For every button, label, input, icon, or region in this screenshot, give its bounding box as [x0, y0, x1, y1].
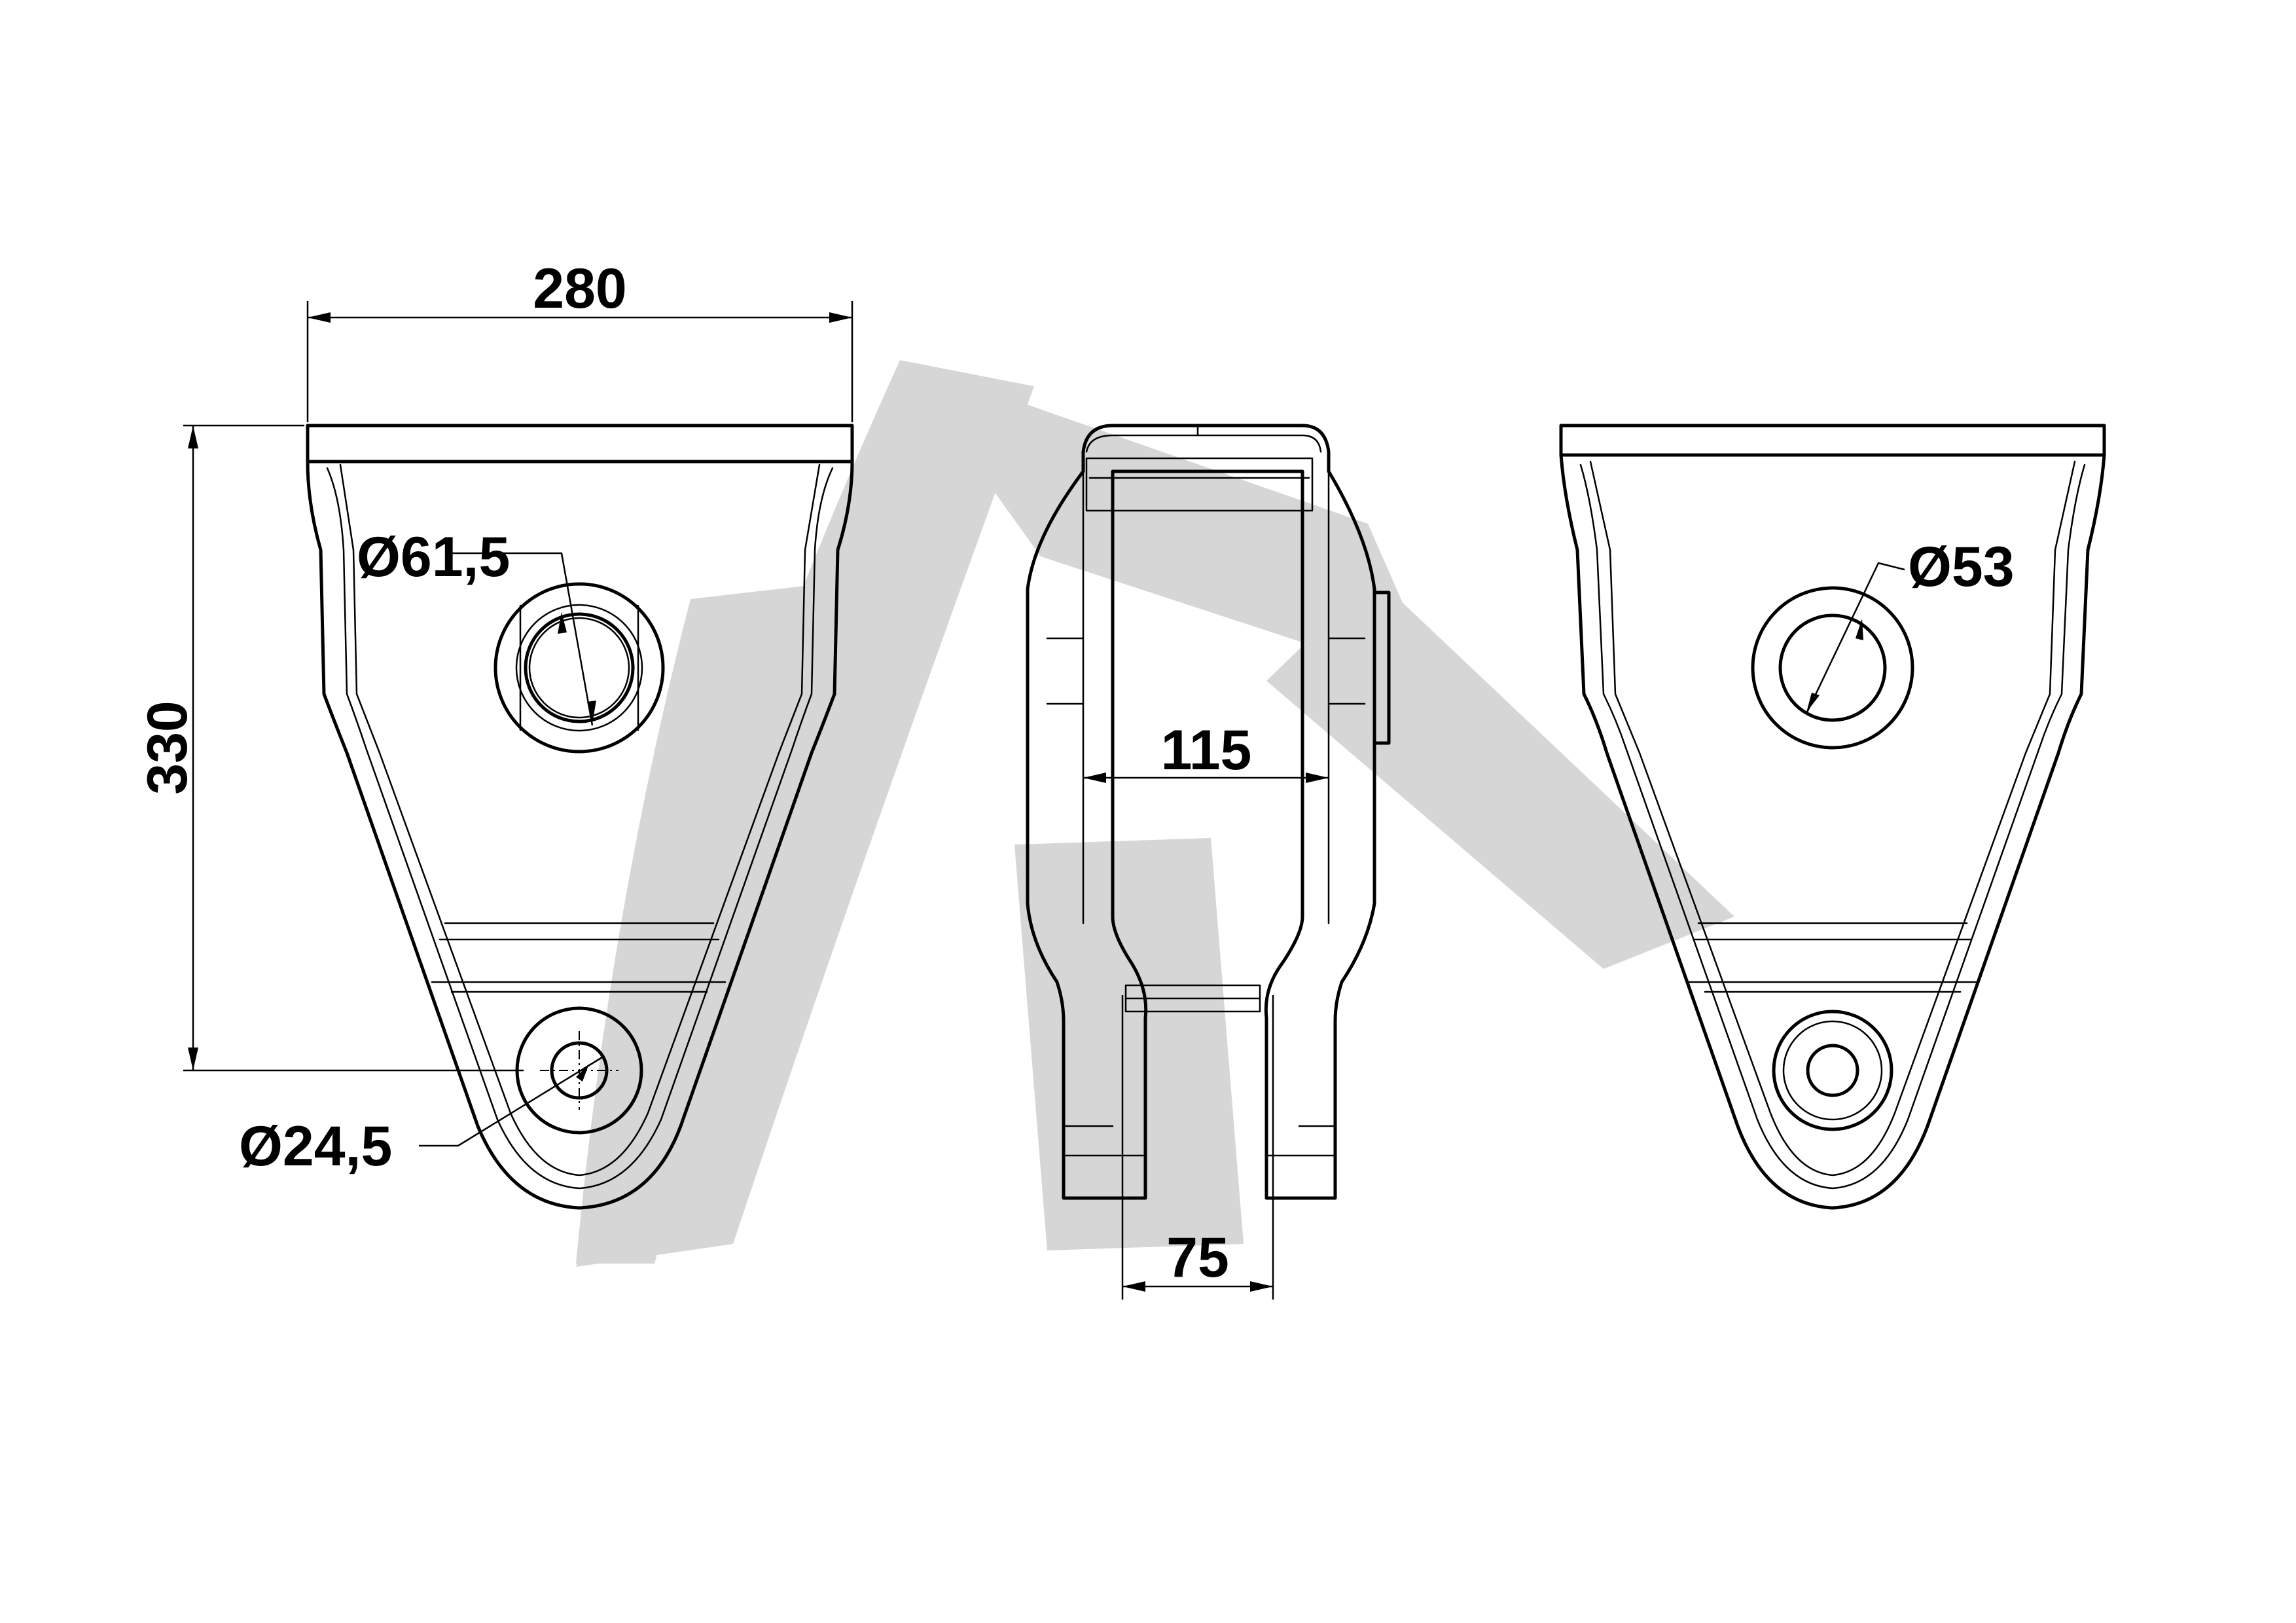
dim-height-330: 330: [136, 424, 524, 1072]
dim-label-330: 330: [136, 701, 199, 795]
watermark-logo: [576, 360, 1734, 1267]
dim-label-24-5: Ø24,5: [239, 1115, 392, 1178]
dim-gap-75: 75: [1121, 995, 1274, 1300]
dim-label-53: Ø53: [1908, 536, 2015, 598]
dim-label-61-5: Ø61,5: [357, 526, 510, 589]
front-view: [306, 424, 854, 1210]
dim-bore-24-5: Ø24,5: [239, 1056, 603, 1178]
dim-label-75: 75: [1166, 1226, 1229, 1289]
dim-bore-53: Ø53: [1805, 536, 2015, 714]
rear-view: [1559, 424, 2106, 1210]
dim-label-280: 280: [533, 257, 627, 320]
side-view: [1026, 424, 1391, 1200]
dim-width-280: 280: [306, 257, 853, 422]
dim-inner-115: 115: [1083, 719, 1329, 783]
dim-label-115: 115: [1161, 719, 1252, 782]
dim-bore-61-5: Ø61,5: [357, 526, 596, 726]
